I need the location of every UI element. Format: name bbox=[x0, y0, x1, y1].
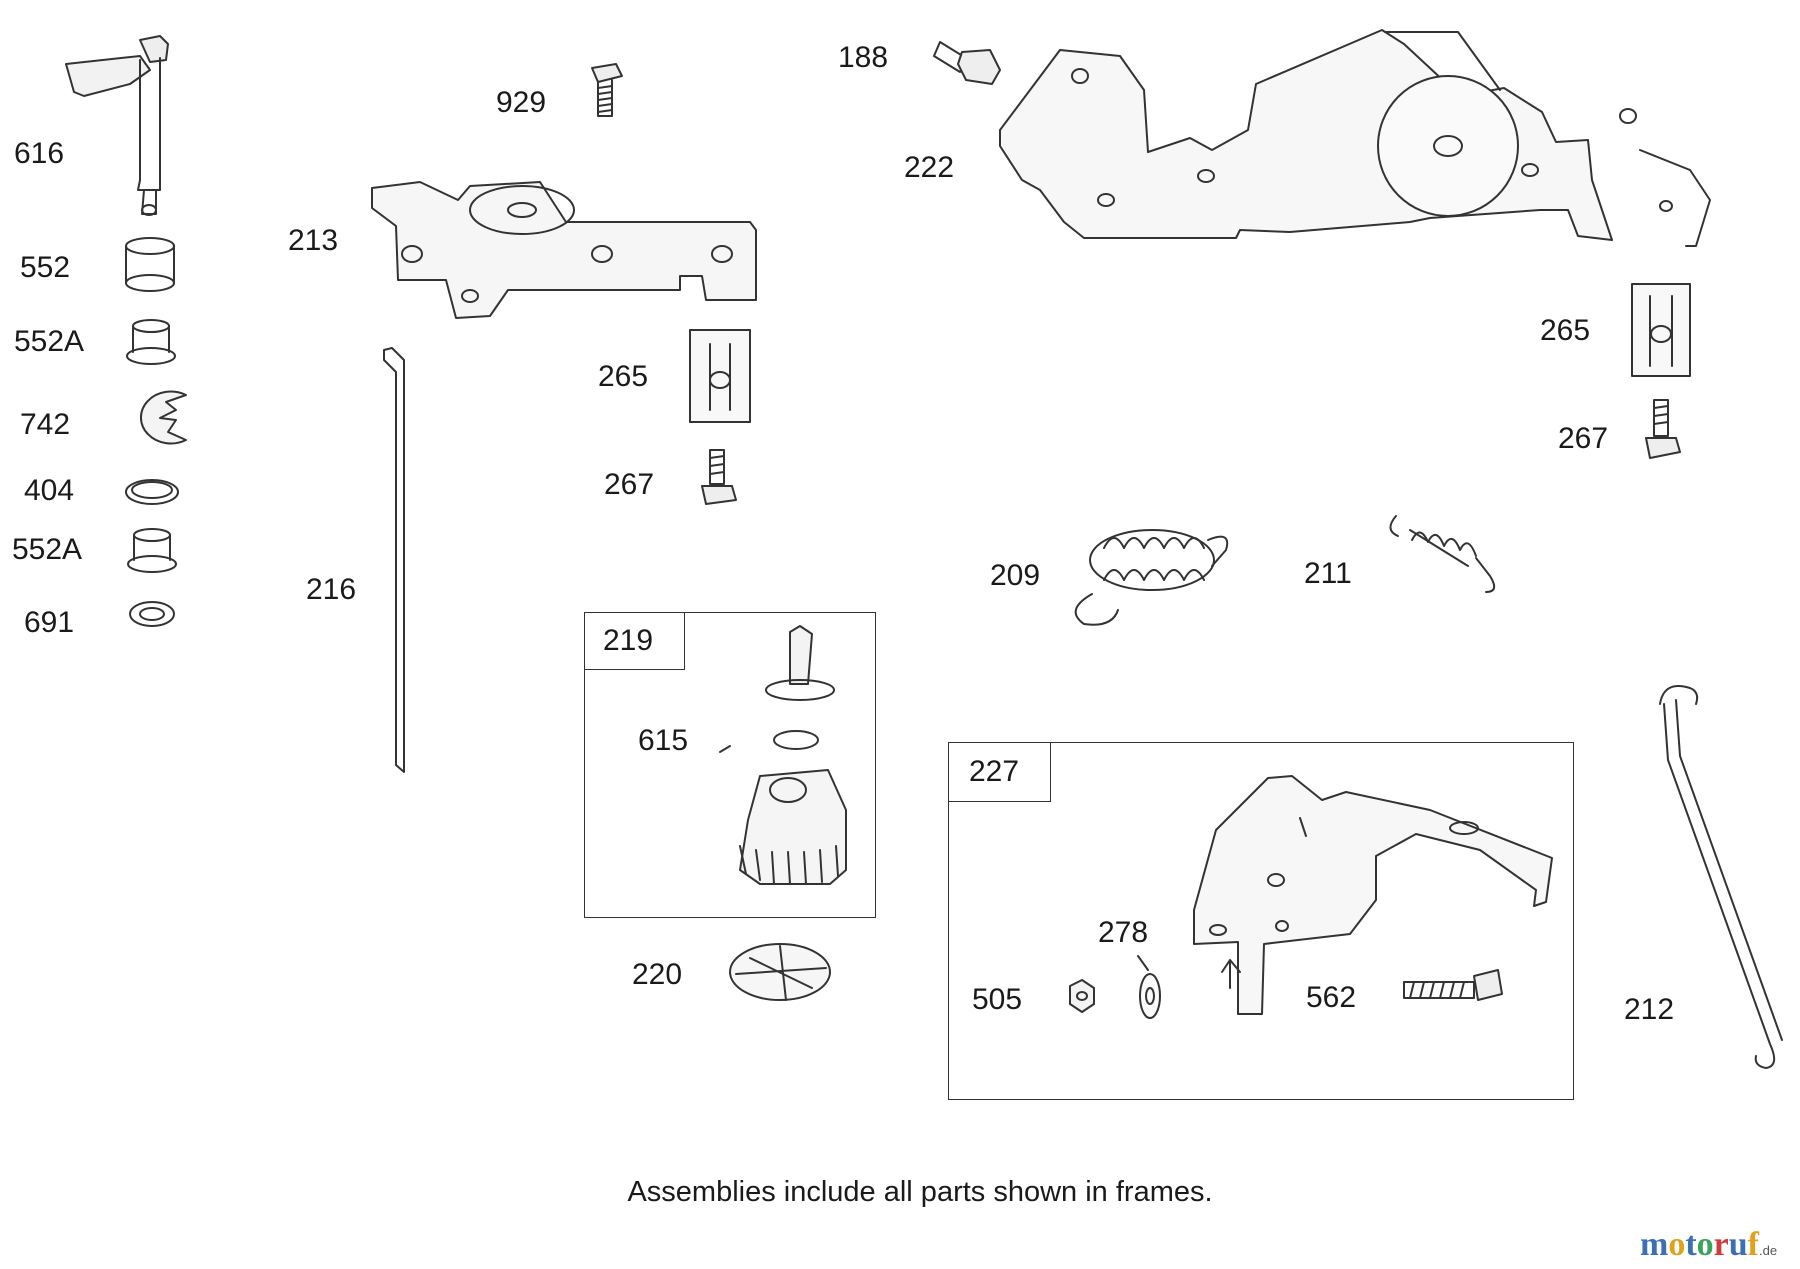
governor-shaft-part bbox=[65, 35, 169, 216]
screw-929-part bbox=[591, 63, 623, 117]
frame-227-tag: 227 bbox=[949, 743, 1051, 802]
governor-cup-part bbox=[729, 943, 831, 1001]
label-211: 211 bbox=[1304, 557, 1352, 590]
frame-227: 227 bbox=[948, 742, 1574, 1100]
label-265-right: 265 bbox=[1540, 314, 1591, 347]
flanged-bushing-part-1 bbox=[126, 319, 176, 365]
watermark-letter: t bbox=[1685, 1226, 1697, 1263]
plate-265-left-part bbox=[689, 329, 751, 423]
governor-bracket-part bbox=[999, 29, 1711, 247]
plate-265-right-part bbox=[1631, 283, 1691, 377]
label-188: 188 bbox=[838, 41, 889, 74]
label-552a-2: 552A bbox=[12, 533, 83, 566]
spring-209-part bbox=[1074, 529, 1229, 626]
label-265-left: 265 bbox=[598, 360, 649, 393]
label-552a-1: 552A bbox=[14, 325, 85, 358]
link-rod-216-part bbox=[383, 347, 405, 773]
label-216: 216 bbox=[306, 573, 357, 606]
watermark-suffix: .de bbox=[1759, 1243, 1778, 1258]
watermark-letter: o bbox=[1696, 1226, 1714, 1263]
watermark-letter: r bbox=[1713, 1226, 1729, 1263]
frame-227-label: 227 bbox=[969, 755, 1020, 788]
seal-part bbox=[129, 601, 175, 627]
label-691: 691 bbox=[24, 606, 75, 639]
watermark-letter: o bbox=[1668, 1226, 1686, 1263]
watermark-letter: m bbox=[1640, 1226, 1669, 1263]
washer-part bbox=[125, 479, 179, 505]
screw-267-left-part bbox=[701, 449, 737, 505]
label-404: 404 bbox=[24, 474, 75, 507]
label-742: 742 bbox=[20, 408, 71, 441]
label-212: 212 bbox=[1624, 993, 1675, 1026]
control-lever-assembly-part bbox=[1069, 775, 1553, 1019]
label-213: 213 bbox=[288, 224, 339, 257]
label-616: 616 bbox=[14, 137, 65, 170]
frame-219-tag: 219 bbox=[585, 613, 685, 670]
bolt-188-part bbox=[933, 41, 1001, 85]
assembly-caption: Assemblies include all parts shown in fr… bbox=[627, 1176, 1213, 1208]
label-562: 562 bbox=[1306, 981, 1357, 1014]
label-220: 220 bbox=[632, 958, 683, 991]
label-929: 929 bbox=[496, 86, 547, 119]
label-267-left: 267 bbox=[604, 468, 655, 501]
label-267-right: 267 bbox=[1558, 422, 1609, 455]
control-bracket-part bbox=[371, 181, 757, 319]
flanged-bushing-part-2 bbox=[127, 528, 177, 573]
watermark-letter: u bbox=[1728, 1226, 1748, 1263]
bushing-part bbox=[125, 237, 175, 292]
governor-gear-assembly-part bbox=[719, 625, 847, 885]
frame-219-label: 219 bbox=[603, 624, 654, 657]
frame-219: 219 bbox=[584, 612, 876, 918]
label-552: 552 bbox=[20, 251, 71, 284]
e-ring-part bbox=[139, 390, 187, 445]
watermark-letter: f bbox=[1747, 1226, 1759, 1263]
screw-267-right-part bbox=[1645, 399, 1681, 459]
label-615: 615 bbox=[638, 724, 689, 757]
label-505: 505 bbox=[972, 983, 1023, 1016]
link-rod-212-part bbox=[1659, 685, 1783, 1069]
label-209: 209 bbox=[990, 559, 1041, 592]
motoruf-watermark: motoruf.de bbox=[1640, 1226, 1777, 1264]
label-222: 222 bbox=[904, 151, 955, 184]
watermark-letters: motoruf bbox=[1640, 1226, 1759, 1263]
spring-211-part bbox=[1389, 515, 1496, 593]
label-278: 278 bbox=[1098, 916, 1149, 949]
